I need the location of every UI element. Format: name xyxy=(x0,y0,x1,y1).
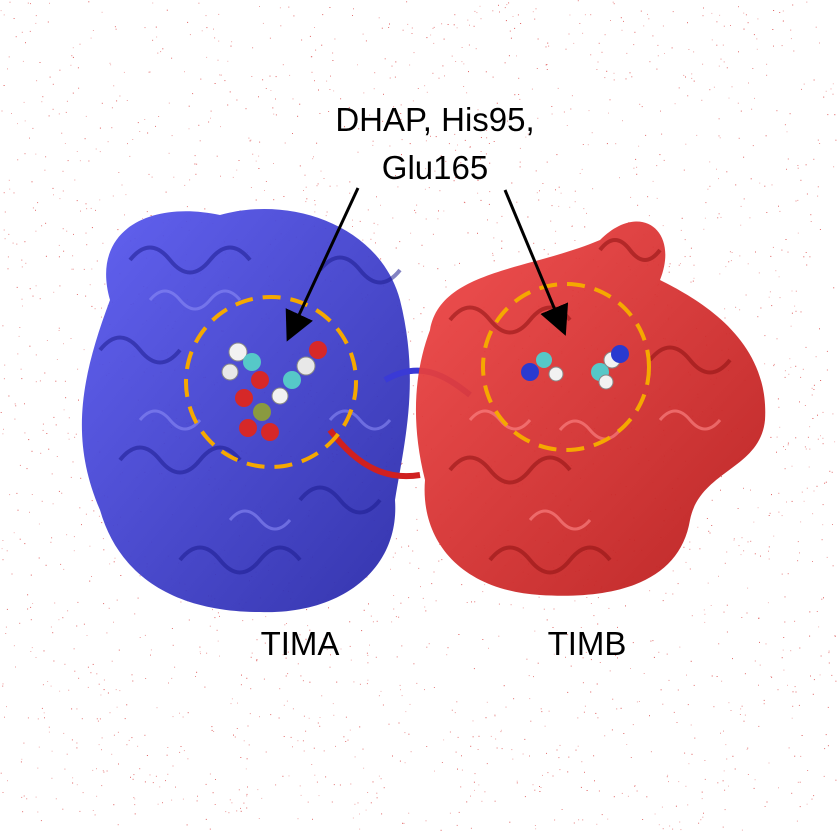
annotation-line-2: Glu165 xyxy=(381,149,489,186)
chain-label-tima: TIMA xyxy=(260,625,340,662)
chain-label-timb: TIMB xyxy=(547,625,627,662)
highlight-circle-b xyxy=(481,282,651,452)
arrow-icon xyxy=(285,187,360,342)
protein-chain-tima xyxy=(81,208,472,613)
highlight-circle-a xyxy=(184,295,358,469)
active-site-atoms-b xyxy=(521,345,629,390)
arrow-icon xyxy=(503,189,569,336)
active-site-atoms-a xyxy=(221,341,327,441)
annotation-line-1: DHAP, His95, xyxy=(335,101,535,138)
